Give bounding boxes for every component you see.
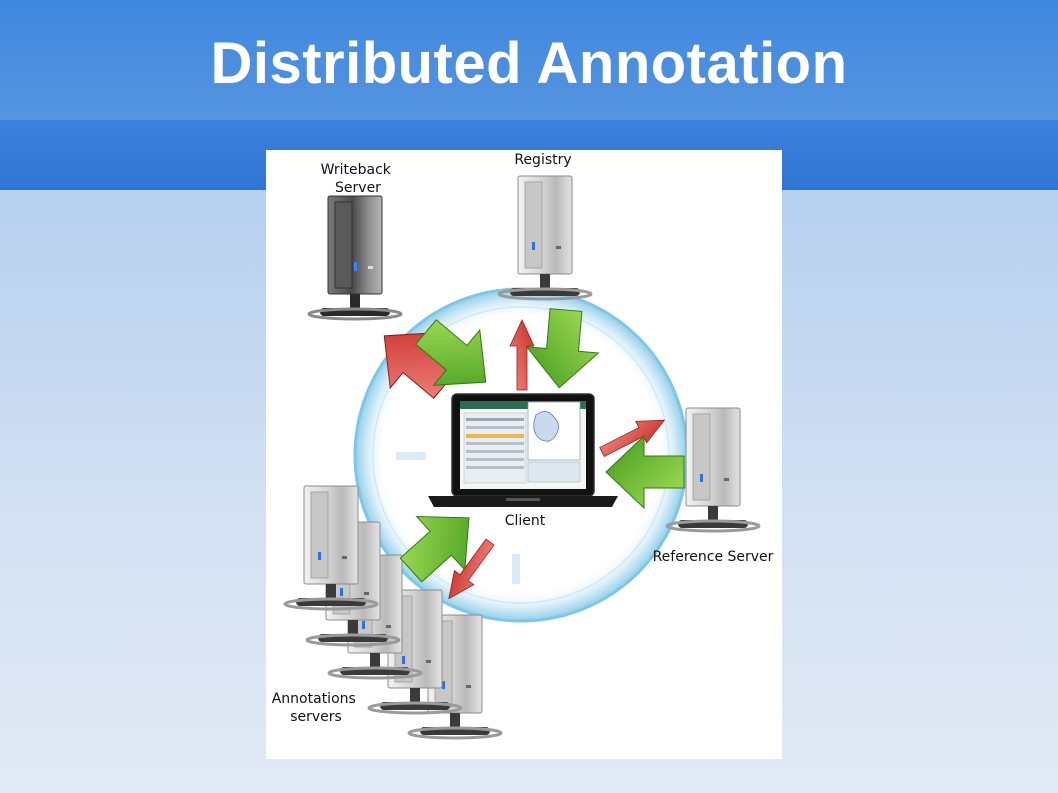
- client-label: Client: [505, 513, 546, 529]
- slide-title: Distributed Annotation: [210, 31, 848, 96]
- writeback-server-label: Writeback Server: [321, 162, 396, 196]
- reference-server-label: Reference Server: [653, 549, 774, 565]
- registry-server-icon: [497, 174, 593, 301]
- registry-label: Registry: [514, 152, 571, 168]
- writeback-server-icon: [307, 194, 403, 321]
- header-background: [0, 0, 1058, 120]
- annotations-servers-label: Annotations servers: [272, 691, 361, 725]
- diagram-figure: Writeback Server Registry Reference Serv…: [266, 150, 782, 759]
- client-laptop-icon: [428, 393, 618, 507]
- diagram-svg: Writeback Server Registry Reference Serv…: [272, 152, 774, 740]
